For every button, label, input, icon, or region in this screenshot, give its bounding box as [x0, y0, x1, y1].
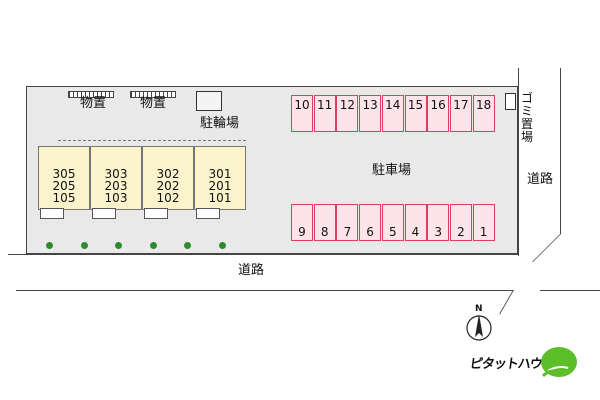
parking-stall-8: 8 — [313, 204, 336, 241]
storage-label-1: 物置 — [80, 96, 107, 111]
parking-stall-17: 17 — [449, 95, 472, 132]
north-label: N — [475, 304, 483, 314]
tree — [149, 242, 157, 249]
parking-stall-9: 9 — [291, 204, 313, 241]
unit-number: 203 — [104, 179, 128, 193]
bicycle-parking-label: 駐輪場 — [200, 116, 240, 131]
parking-stall-1: 1 — [472, 204, 495, 241]
parking-stall-5: 5 — [381, 204, 404, 241]
parking-stall-18: 18 — [472, 95, 495, 132]
unit-number: 301 — [208, 167, 232, 181]
unit-number: 303 — [104, 167, 128, 181]
parking-stall-6: 6 — [359, 204, 382, 241]
unit-number: 103 — [104, 191, 128, 205]
unit-entrance — [196, 208, 220, 219]
road-south-upper-line — [8, 254, 518, 255]
north-arrow-icon — [466, 314, 492, 341]
parking-stall-16: 16 — [427, 95, 450, 132]
tree — [80, 242, 88, 249]
unit-number: 205 — [52, 179, 76, 193]
unit-number: 105 — [52, 191, 76, 205]
storage-shed-2 — [130, 91, 176, 98]
unit-number: 201 — [208, 179, 232, 193]
tree — [115, 242, 122, 249]
tree — [184, 242, 191, 249]
parking-stall-10: 10 — [291, 95, 313, 132]
unit-number: 305 — [52, 167, 76, 181]
storage-shed-1 — [68, 91, 114, 98]
road-label-east: 道路 — [527, 172, 554, 187]
storage-label-2: 物置 — [140, 96, 167, 111]
road-east-left-lower-line — [499, 290, 514, 314]
road-east-corner-line — [532, 234, 561, 262]
parking-stall-15: 15 — [404, 95, 427, 132]
road-east-left-line — [518, 68, 519, 256]
parking-stall-11: 11 — [313, 95, 336, 132]
unit-number: 302 — [156, 167, 180, 181]
parking-stall-2: 2 — [449, 204, 472, 241]
unit-entrance — [144, 208, 168, 219]
north-arrow: N — [464, 304, 494, 342]
road-south-lower-line — [16, 290, 513, 291]
garbage-box — [505, 93, 516, 110]
unit-entrance — [92, 208, 116, 219]
tree — [218, 242, 226, 249]
parking-stall-13: 13 — [359, 95, 382, 132]
bicycle-parking-box — [196, 91, 222, 111]
unit-number: 102 — [156, 191, 180, 205]
unit-entrance — [40, 208, 64, 219]
parking-stall-14: 14 — [381, 95, 404, 132]
parking-lot-label: 駐車場 — [372, 163, 412, 178]
road-label-south: 道路 — [238, 263, 265, 278]
road-east-right-lower-line — [540, 290, 600, 291]
unit-number: 101 — [208, 191, 232, 205]
unit-number: 202 — [156, 179, 180, 193]
parking-stall-7: 7 — [336, 204, 359, 241]
garbage-label: ゴミ置場 — [520, 91, 533, 144]
tree — [46, 242, 53, 249]
road-east-right-line — [560, 68, 561, 234]
parking-stall-12: 12 — [336, 95, 359, 132]
building-dashed-roofline — [58, 140, 246, 149]
parking-stall-3: 3 — [427, 204, 450, 241]
brand-leaf-icon — [541, 347, 577, 378]
parking-stall-4: 4 — [404, 204, 427, 241]
brand-logo: ピタットハウス — [469, 345, 580, 385]
